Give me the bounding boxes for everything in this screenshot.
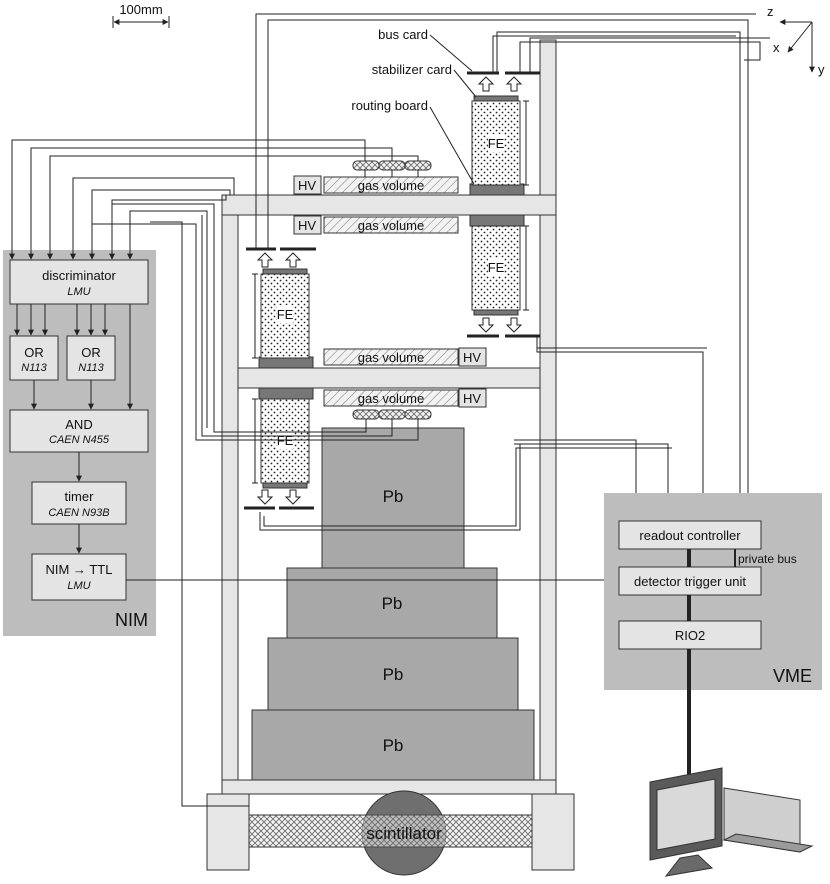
rio2-box xyxy=(618,620,762,650)
gas-label-4: gas volume xyxy=(358,391,424,406)
gas-label-2: gas volume xyxy=(358,218,424,233)
routing-board-label: routing board xyxy=(351,98,428,113)
hv-label-1: HV xyxy=(298,178,316,193)
timer-label: timer xyxy=(65,489,95,504)
pickup-pads-top xyxy=(352,160,432,177)
discriminator-model: LMU xyxy=(67,286,90,298)
stabilizer-card-label: stabilizer card xyxy=(372,62,452,77)
or1-model: N113 xyxy=(21,362,47,374)
trigger-cables xyxy=(9,139,419,807)
lead-block-4 xyxy=(251,709,535,781)
vme-crate: VME readout controller detector trigger … xyxy=(604,493,822,780)
readout-controller-label: readout controller xyxy=(639,528,741,543)
frame-beam-top xyxy=(221,194,557,216)
lead-label-2: Pb xyxy=(382,594,403,613)
frame-beam-bottom xyxy=(221,779,557,795)
nimttl-box xyxy=(31,553,127,601)
gas-label-1: gas volume xyxy=(358,178,424,193)
pickup-pads-bottom xyxy=(352,409,432,428)
lead-label-1: Pb xyxy=(383,487,404,506)
chamber-top-lower: HV gas volume xyxy=(293,214,525,235)
hv-box-1 xyxy=(293,175,322,195)
nim-internal-wires xyxy=(14,304,133,554)
hv-box-4 xyxy=(458,388,487,408)
axis-x-label: x xyxy=(773,40,780,55)
and-model: CAEN N455 xyxy=(49,434,110,446)
discriminator-box xyxy=(9,259,149,305)
nim-title: NIM xyxy=(115,610,148,630)
support-frame xyxy=(206,39,575,871)
lead-label-4: Pb xyxy=(383,736,404,755)
frame-foot-right xyxy=(531,793,575,871)
bus-card-label: bus card xyxy=(378,27,428,42)
scintillator-label: scintillator xyxy=(366,824,442,843)
chamber-mid-upper: gas volume HV xyxy=(258,347,487,369)
hv-label-2: HV xyxy=(298,218,316,233)
hv-box-3 xyxy=(458,347,487,367)
trigger-unit-label: detector trigger unit xyxy=(634,574,746,589)
frame-right-post xyxy=(539,39,557,796)
lead-block-1 xyxy=(321,427,465,569)
nimttl-label: NIM → TTL xyxy=(46,562,113,577)
and-label: AND xyxy=(65,417,92,432)
or2-label: OR xyxy=(81,345,101,360)
chamber-mid-lower: gas volume HV xyxy=(258,387,487,408)
scintillator: scintillator xyxy=(248,790,533,876)
or2-model: N113 xyxy=(78,362,104,374)
rio2-label: RIO2 xyxy=(675,628,705,643)
nim-panel: NIM discriminator LMU OR N113 OR N113 AN… xyxy=(3,250,156,636)
hv-label-4: HV xyxy=(463,391,481,406)
lead-block-3 xyxy=(267,637,519,711)
or1-label: OR xyxy=(24,345,44,360)
fe-label-2: FE xyxy=(488,260,505,275)
axis-y-label: y xyxy=(818,62,825,77)
component-labels: bus card stabilizer card routing board xyxy=(351,27,477,185)
private-bus-label: private bus xyxy=(738,552,797,566)
bus-cards xyxy=(244,71,540,510)
discriminator-label: discriminator xyxy=(42,268,116,283)
readout-cables xyxy=(255,13,770,531)
gas-volume-3 xyxy=(323,348,459,366)
gas-volume-4 xyxy=(323,389,459,407)
gas-volume-1 xyxy=(323,176,459,194)
lead-label-3: Pb xyxy=(383,665,404,684)
chamber-top-upper: HV gas volume xyxy=(293,175,525,196)
axis-z-label: z xyxy=(767,4,774,19)
frame-beam-middle xyxy=(237,367,541,389)
nimttl-model: LMU xyxy=(67,580,90,592)
gas-volume-2 xyxy=(323,216,459,234)
hv-label-3: HV xyxy=(463,350,481,365)
fe-module-mid-lower: FE xyxy=(252,398,310,489)
scale-bar: 100mm xyxy=(112,2,170,28)
fe-module-top-upper: FE xyxy=(471,95,529,186)
gas-label-3: gas volume xyxy=(358,350,424,365)
computer-icon xyxy=(649,767,814,877)
vme-title: VME xyxy=(773,666,812,686)
frame-left-post xyxy=(221,194,239,796)
axes-indicator: z x y xyxy=(767,4,825,77)
timer-model: CAEN N93B xyxy=(48,507,109,519)
fe-module-top-lower: FE xyxy=(471,225,529,316)
scale-label: 100mm xyxy=(119,2,162,17)
hv-box-2 xyxy=(293,215,322,235)
fe-label-3: FE xyxy=(277,307,294,322)
frame-foot-left xyxy=(206,793,250,871)
fe-module-mid-upper: FE xyxy=(252,268,310,359)
fe-label-1: FE xyxy=(488,136,505,151)
